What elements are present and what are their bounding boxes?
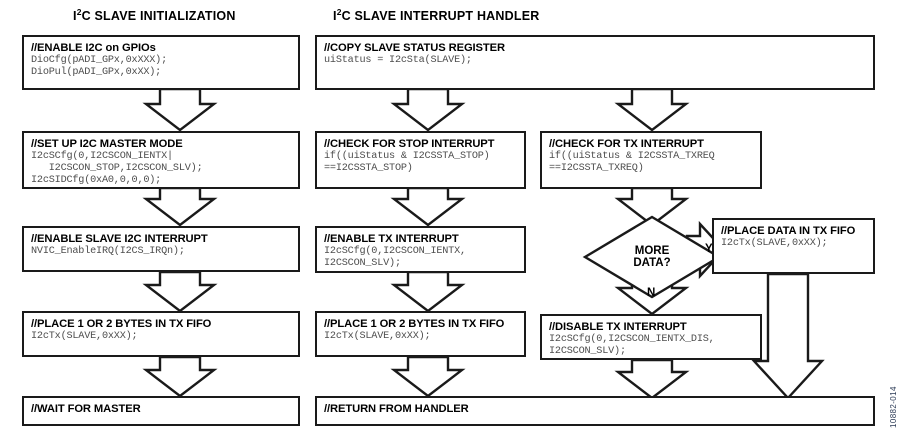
box-code: DioCfg(pADI_GPx,0xXXX); DioPul(pADI_GPx,… (31, 55, 168, 79)
box-title: //CHECK FOR TX INTERRUPT (549, 138, 704, 150)
arrow-init-2-3 (142, 186, 218, 227)
heading-handler-rest: C SLAVE INTERRUPT HANDLER (341, 9, 540, 23)
box-title: //PLACE 1 OR 2 BYTES IN TX FIFO (324, 318, 505, 330)
box-code: I2cSCfg(0,I2CSCON_IENTX_DIS, I2CSCON_SLV… (549, 334, 715, 358)
box-place-1-or-2-bytes-tx-fifo-init[interactable]: //PLACE 1 OR 2 BYTES IN TX FIFO I2cTx(SL… (22, 311, 300, 357)
box-code: uiStatus = I2cSta(SLAVE); (324, 55, 472, 66)
heading-init-superscript: 2 (76, 6, 82, 17)
box-title: //RETURN FROM HANDLER (324, 403, 469, 415)
box-title: //COPY SLAVE STATUS REGISTER (324, 42, 505, 54)
box-code: if((uiStatus & I2CSSTA_TXREQ ==I2CSSTA_T… (549, 151, 715, 175)
decision-label-line2: DATA? (633, 257, 671, 269)
heading-init-rest: C SLAVE INITIALIZATION (81, 9, 236, 23)
box-code: I2cSCfg(0,I2CSCON_IENTX| I2CSCON_STOP,I2… (31, 151, 203, 187)
figure-id-label: 10882-014 (889, 386, 898, 428)
diamond-shape (582, 215, 722, 299)
branch-label-no: N (647, 287, 656, 299)
box-wait-for-master[interactable]: //WAIT FOR MASTER (22, 396, 300, 426)
arrow-stop-place-return (390, 355, 466, 398)
arrow-placedata-return (751, 272, 825, 400)
box-title: //SET UP I2C MASTER MODE (31, 138, 183, 150)
heading-init-prefix: I (73, 9, 77, 23)
box-code: NVIC_EnableIRQ(I2CS_IRQn); (31, 246, 185, 257)
arrow-handler-top-tx (614, 87, 690, 132)
box-code: I2cSCfg(0,I2CSCON_IENTX, I2CSCON_SLV); (324, 246, 466, 270)
decision-label: MORE DATA? (582, 214, 722, 300)
box-setup-i2c-master-mode[interactable]: //SET UP I2C MASTER MODE I2cSCfg(0,I2CSC… (22, 131, 300, 189)
box-title: //ENABLE SLAVE I2C INTERRUPT (31, 233, 208, 245)
decision-more-data[interactable]: MORE DATA? (582, 214, 722, 300)
arrow-stop-enable-place (390, 270, 466, 313)
box-title: //PLACE 1 OR 2 BYTES IN TX FIFO (31, 318, 212, 330)
box-title: //CHECK FOR STOP INTERRUPT (324, 138, 495, 150)
box-enable-i2c-gpios[interactable]: //ENABLE I2C on GPIOs DioCfg(pADI_GPx,0x… (22, 35, 300, 90)
box-place-data-in-tx-fifo[interactable]: //PLACE DATA IN TX FIFO I2cTx(SLAVE,0xXX… (712, 218, 875, 274)
box-title: //ENABLE TX INTERRUPT (324, 233, 459, 245)
box-check-for-stop-interrupt[interactable]: //CHECK FOR STOP INTERRUPT if((uiStatus … (315, 131, 526, 189)
arrow-init-4-5b (142, 355, 218, 398)
box-check-for-tx-interrupt[interactable]: //CHECK FOR TX INTERRUPT if((uiStatus & … (540, 131, 762, 189)
heading-init: I2C SLAVE INITIALIZATION (73, 6, 236, 23)
box-disable-tx-interrupt[interactable]: //DISABLE TX INTERRUPT I2cSCfg(0,I2CSCON… (540, 314, 762, 360)
box-enable-slave-i2c-interrupt[interactable]: //ENABLE SLAVE I2C INTERRUPT NVIC_Enable… (22, 226, 300, 272)
decision-label-line1: MORE (634, 244, 670, 257)
arrow-init-3-4 (142, 270, 218, 313)
box-code: if((uiStatus & I2CSSTA_STOP) ==I2CSSTA_S… (324, 151, 490, 175)
box-place-1-or-2-bytes-tx-fifo-handler[interactable]: //PLACE 1 OR 2 BYTES IN TX FIFO I2cTx(SL… (315, 311, 526, 357)
branch-label-yes: Y (705, 243, 713, 255)
heading-handler-prefix: I (333, 9, 337, 23)
heading-handler: I2C SLAVE INTERRUPT HANDLER (333, 6, 540, 23)
arrow-disable-return (614, 358, 690, 400)
box-title: //ENABLE I2C on GPIOs (31, 42, 156, 54)
box-code: I2cTx(SLAVE,0xXX); (721, 238, 828, 249)
arrow-handler-top-stop (390, 87, 466, 132)
arrow-stop-check-enable (390, 186, 466, 227)
box-return-from-handler[interactable]: //RETURN FROM HANDLER (315, 396, 875, 426)
arrow-init-1-2 (142, 87, 218, 132)
box-code: I2cTx(SLAVE,0xXX); (31, 331, 138, 342)
box-title: //PLACE DATA IN TX FIFO (721, 225, 856, 237)
box-title: //WAIT FOR MASTER (31, 403, 141, 415)
box-copy-slave-status-register[interactable]: //COPY SLAVE STATUS REGISTER uiStatus = … (315, 35, 875, 90)
box-code: I2cTx(SLAVE,0xXX); (324, 331, 431, 342)
box-title: //DISABLE TX INTERRUPT (549, 321, 687, 333)
box-enable-tx-interrupt[interactable]: //ENABLE TX INTERRUPT I2cSCfg(0,I2CSCON_… (315, 226, 526, 273)
heading-handler-superscript: 2 (336, 6, 342, 17)
